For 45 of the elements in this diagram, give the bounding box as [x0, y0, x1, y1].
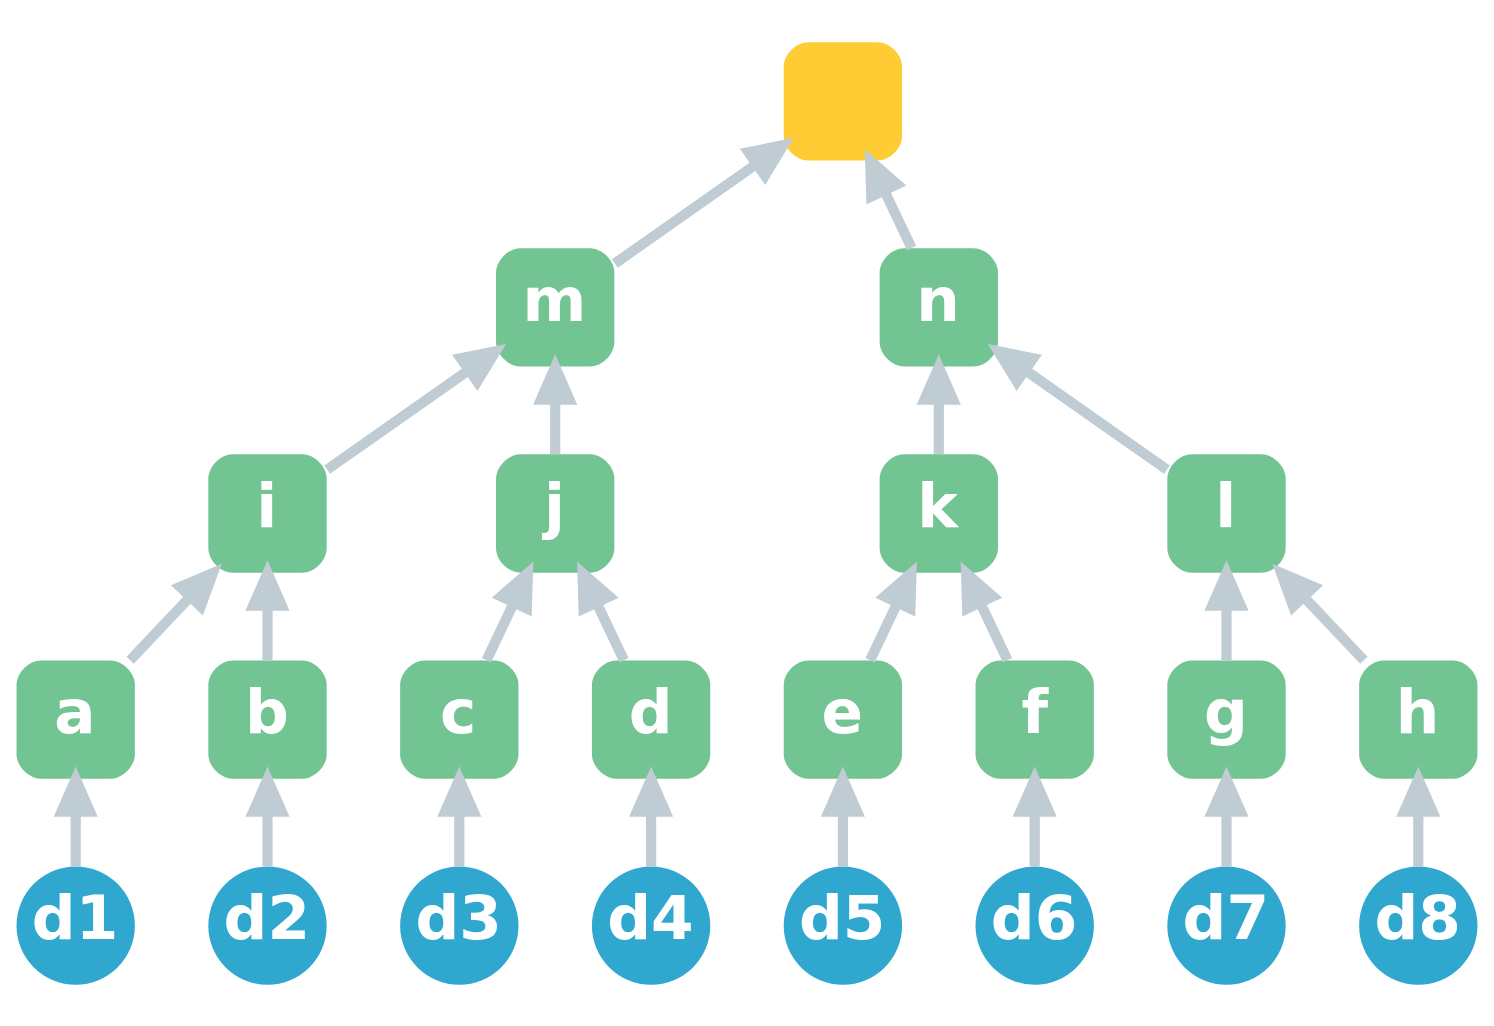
node-box: b	[208, 659, 327, 779]
node-box: a	[16, 659, 135, 779]
node-box: h	[1359, 659, 1478, 779]
node-box: e	[783, 659, 903, 779]
arrow	[916, 353, 961, 454]
node-box: i	[208, 453, 327, 573]
arrow	[820, 765, 865, 866]
arrow	[629, 765, 674, 866]
node-box: n	[879, 247, 998, 367]
node-circle: d1	[16, 866, 135, 985]
arrow	[245, 559, 290, 660]
node-circle: d5	[783, 866, 903, 985]
node-box	[783, 41, 903, 160]
arrow	[577, 561, 629, 662]
arrow	[481, 561, 534, 662]
arrow	[611, 137, 794, 268]
arrow	[1204, 559, 1249, 660]
arrow	[53, 765, 98, 866]
arrow	[1012, 765, 1057, 866]
arrow	[1204, 765, 1249, 866]
arrow	[865, 561, 917, 662]
arrow	[126, 563, 222, 664]
node-circle: d8	[1359, 866, 1478, 985]
arrow	[245, 765, 290, 866]
node-box: l	[1167, 453, 1286, 573]
node-circle: d7	[1167, 866, 1286, 985]
arrow	[987, 343, 1170, 474]
node-box: k	[879, 453, 998, 573]
arrow	[324, 343, 507, 474]
arrow	[864, 148, 917, 250]
node-circle: d3	[400, 866, 519, 985]
node-circle: d6	[975, 866, 1094, 985]
arrow	[1272, 563, 1368, 664]
node-circle: d2	[208, 866, 327, 985]
arrow	[437, 765, 482, 866]
node-box: j	[496, 453, 615, 573]
arrow	[960, 561, 1013, 662]
node-box: g	[1167, 659, 1286, 779]
arrow	[1396, 765, 1441, 866]
node-box: d	[591, 659, 711, 779]
node-box: m	[496, 247, 615, 367]
node-box: f	[975, 659, 1094, 779]
arrow	[533, 353, 578, 454]
node-circle: d4	[591, 866, 711, 985]
node-box: c	[400, 659, 519, 779]
